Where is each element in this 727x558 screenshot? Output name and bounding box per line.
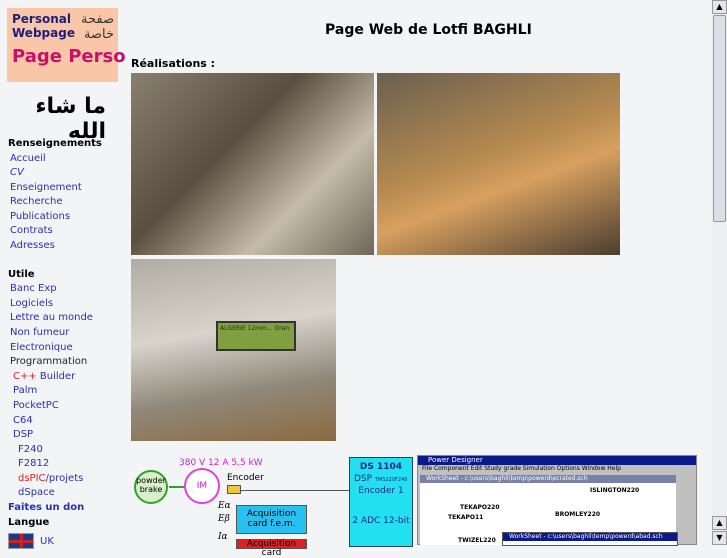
power-designer-screenshot[interactable]: Power Designer File Component Edit Study… — [417, 455, 697, 546]
nav-enseignement[interactable]: Enseignement — [10, 181, 82, 193]
page-title: Page Web de Lotfi BAGHLI — [325, 22, 532, 38]
nav-dspace[interactable]: dSpace — [18, 487, 55, 499]
e-alpha: Eα — [218, 501, 231, 511]
nav-accueil[interactable]: Accueil — [10, 152, 46, 164]
arabic-heading: ما شاء الله — [35, 94, 106, 144]
uk-flag-icon — [8, 533, 34, 550]
nav-lettre[interactable]: Lettre au monde — [10, 312, 93, 324]
nav-uk[interactable]: UK — [8, 533, 128, 550]
ds1104-board: DS 1104 DSP TMS320F240 Encoder 1 2 ADC 1… — [349, 457, 413, 547]
e-beta: Eβ — [218, 514, 230, 524]
photo-lcd-robot[interactable]: ALGERIE 12mm... Oran — [131, 259, 336, 441]
nav-cv[interactable]: CV — [10, 167, 24, 179]
pd-menu: File Component Edit Study grade Simulati… — [422, 465, 621, 472]
section-renseignements: Renseignements — [8, 138, 102, 149]
nav-dspic[interactable]: dsPIC/projets — [18, 472, 84, 484]
nav-c64[interactable]: C64 — [13, 414, 33, 426]
nav-recherche[interactable]: Recherche — [10, 196, 63, 208]
acquisition-card: Acquisition card — [236, 539, 307, 558]
nav-faites-un-don[interactable]: Faites un don — [8, 502, 85, 514]
scroll-up-bottom-arrow-icon[interactable]: ▲ — [712, 516, 727, 530]
nav-dsp[interactable]: DSP — [13, 429, 34, 441]
pd-worksheet-2: WorkSheet - c:\users\baghli\temp\powerd\… — [502, 532, 678, 546]
test-bench-diagram[interactable]: 380 V 12 A 5.5 kW powder brake IM Encode… — [131, 455, 415, 558]
nav-contrats[interactable]: Contrats — [10, 225, 53, 237]
sidebar-nav: Renseignements Accueil CV Enseignement R… — [8, 137, 128, 550]
scroll-up-arrow-icon[interactable]: ▲ — [712, 0, 727, 14]
pd-title-bar: Power Designer — [418, 456, 696, 465]
motor-ratings: 380 V 12 A 5.5 kW — [179, 458, 263, 468]
nav-non-fumeur[interactable]: Non fumeur — [10, 326, 70, 338]
nav-programmation: Programmation — [10, 356, 88, 368]
nav-cpp-builder[interactable]: C++ Builder — [13, 370, 76, 382]
logo-line1: Personal — [12, 12, 71, 26]
nav-publications[interactable]: Publications — [10, 210, 71, 222]
nav-logiciels[interactable]: Logiciels — [10, 297, 54, 309]
nav-palm[interactable]: Palm — [13, 385, 38, 397]
encoder-label: Encoder — [227, 473, 264, 483]
logo-line2: Webpage — [12, 26, 75, 40]
nav-adresses[interactable]: Adresses — [10, 240, 55, 252]
scrollbar-thumb[interactable] — [713, 15, 726, 222]
section-utile: Utile — [8, 268, 35, 280]
photo-coil-motor[interactable] — [377, 73, 620, 255]
i-alpha: Iα — [218, 532, 228, 542]
lcd-display: ALGERIE 12mm... Oran — [216, 321, 296, 351]
nav-f2812[interactable]: F2812 — [18, 458, 50, 470]
section-langue: Langue — [8, 516, 50, 528]
nav-banc-exp[interactable]: Banc Exp — [10, 283, 57, 295]
acquisition-card-fem: Acquisition card f.e.m. — [236, 505, 307, 534]
photo-circuit-board[interactable] — [131, 73, 374, 255]
section-title: Réalisations : — [131, 57, 216, 70]
powder-brake: powder brake — [134, 470, 168, 504]
nav-electronique[interactable]: Electronique — [10, 341, 73, 353]
nav-f240[interactable]: F240 — [18, 443, 43, 455]
induction-motor: IM — [184, 468, 220, 504]
vertical-scrollbar[interactable]: ▲ ▲ ▼ — [712, 0, 727, 545]
logo-main: Page Perso — [12, 46, 126, 67]
scroll-down-arrow-icon[interactable]: ▼ — [712, 531, 727, 545]
nav-pocketpc[interactable]: PocketPC — [13, 399, 59, 411]
